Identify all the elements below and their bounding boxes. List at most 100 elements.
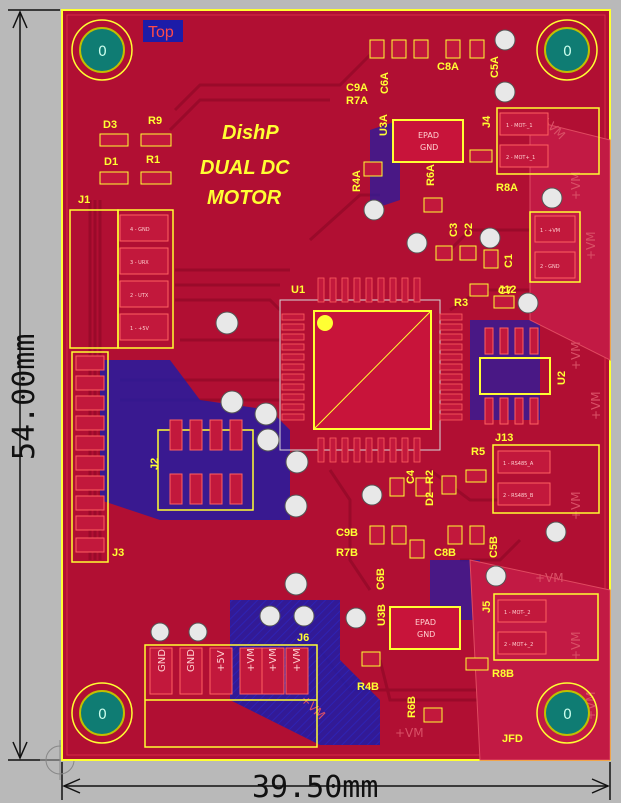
- svg-text:2 - MOT+_1: 2 - MOT+_1: [506, 155, 535, 161]
- svg-text:4 - GND: 4 - GND: [130, 227, 150, 233]
- svg-text:C1: C1: [503, 254, 515, 268]
- svg-text:+VM: +VM: [268, 648, 279, 672]
- svg-text:+5V: +5V: [216, 650, 227, 672]
- mounting-hole-bottom-right: 0: [536, 682, 598, 744]
- mounting-hole-top-right: 0: [536, 19, 598, 81]
- mounting-hole-top-left: 0: [71, 19, 133, 81]
- svg-text:+VM: +VM: [569, 631, 583, 660]
- connector-j1: 4 - GND 3 - URX 2 - UTX 1 - +5V: [69, 209, 174, 349]
- svg-text:1 - +VM: 1 - +VM: [540, 228, 560, 234]
- svg-text:1 - MOT-_1: 1 - MOT-_1: [506, 123, 533, 129]
- svg-text:U3A: U3A: [378, 114, 390, 136]
- svg-text:GND: GND: [420, 143, 438, 152]
- svg-text:R3: R3: [454, 297, 468, 309]
- svg-text:R4A: R4A: [351, 170, 363, 192]
- svg-text:J3: J3: [112, 547, 124, 559]
- svg-text:U1: U1: [291, 284, 305, 296]
- svg-text:0: 0: [98, 44, 107, 60]
- dimension-lines: [8, 9, 611, 800]
- silkscreen-designators: D3 R9 D1 R1 J1 J2 J3 U1 U2 U3A U3B J4 J5…: [78, 56, 568, 745]
- svg-text:+VM: +VM: [569, 171, 583, 200]
- svg-text:J2: J2: [149, 458, 161, 470]
- svg-text:2 - UTX: 2 - UTX: [130, 293, 149, 299]
- mounting-hole-bottom-left: 0: [71, 682, 133, 744]
- svg-text:1 - MOT-_2: 1 - MOT-_2: [504, 610, 531, 616]
- svg-text:R2: R2: [424, 470, 436, 484]
- svg-text:0: 0: [563, 707, 572, 723]
- svg-text:C2: C2: [463, 223, 475, 237]
- svg-text:R7A: R7A: [346, 95, 368, 107]
- svg-text:+VM: +VM: [535, 571, 564, 585]
- chip-u1: [279, 277, 463, 463]
- svg-text:R8B: R8B: [492, 668, 514, 680]
- svg-text:+VM: +VM: [395, 726, 424, 740]
- svg-text:D3: D3: [103, 119, 117, 131]
- svg-text:C4: C4: [405, 469, 417, 484]
- connector-j6: GND GND +5V +VM +VM +VM: [144, 644, 318, 748]
- svg-text:J4: J4: [481, 115, 493, 128]
- height-dimension-label: 54.00mm: [7, 334, 42, 460]
- svg-text:0: 0: [98, 707, 107, 723]
- svg-text:GND: GND: [417, 630, 435, 639]
- svg-text:C6A: C6A: [379, 72, 391, 94]
- svg-text:C9A: C9A: [346, 82, 368, 94]
- svg-text:2 - GND: 2 - GND: [540, 264, 560, 270]
- svg-text:3 - URX: 3 - URX: [130, 260, 149, 266]
- svg-text:Top: Top: [148, 24, 174, 41]
- svg-text:+VM: +VM: [246, 648, 257, 672]
- svg-text:U2: U2: [556, 371, 568, 385]
- width-dimension-label: 39.50mm: [252, 770, 378, 803]
- connector-j4: 1 - MOT-_1 2 - MOT+_1: [496, 107, 600, 175]
- svg-text:+VM: +VM: [589, 391, 603, 420]
- svg-text:R4B: R4B: [357, 681, 379, 693]
- svg-text:2 - MOT+_2: 2 - MOT+_2: [504, 642, 533, 648]
- svg-text:2 - RS485_B: 2 - RS485_B: [503, 493, 534, 499]
- svg-text:J1: J1: [78, 194, 90, 206]
- svg-text:R7B: R7B: [336, 547, 358, 559]
- svg-text:J13: J13: [495, 432, 513, 444]
- svg-text:EPAD: EPAD: [415, 618, 436, 627]
- svg-text:C8A: C8A: [437, 61, 459, 73]
- layer-indicator: Top: [143, 20, 183, 42]
- chip-u3b: EPAD GND: [389, 606, 461, 650]
- svg-text:J12: J12: [498, 284, 516, 296]
- svg-text:GND: GND: [186, 649, 197, 672]
- svg-text:J6: J6: [297, 632, 309, 644]
- connector-j12: 1 - +VM 2 - GND: [529, 211, 581, 283]
- smd-passives: [99, 39, 515, 723]
- svg-text:R6B: R6B: [406, 696, 418, 718]
- svg-text:GND: GND: [157, 649, 168, 672]
- svg-text:R5: R5: [471, 446, 485, 458]
- board-title: DishP DUAL DC MOTOR: [200, 122, 290, 209]
- svg-text:C5A: C5A: [489, 56, 501, 78]
- connector-j13: 1 - RS485_A 2 - RS485_B: [492, 444, 600, 514]
- svg-text:D2: D2: [424, 492, 436, 506]
- svg-text:0: 0: [563, 44, 572, 60]
- svg-text:D1: D1: [104, 156, 118, 168]
- svg-text:R1: R1: [146, 154, 160, 166]
- svg-text:U3B: U3B: [376, 604, 388, 626]
- chip-u3a: EPAD GND: [392, 119, 464, 163]
- svg-text:J5: J5: [481, 601, 493, 613]
- svg-text:1 - +5V: 1 - +5V: [130, 326, 150, 332]
- svg-text:+VM: +VM: [569, 491, 583, 520]
- svg-text:C8B: C8B: [434, 547, 456, 559]
- svg-text:C9B: C9B: [336, 527, 358, 539]
- svg-text:C6B: C6B: [375, 568, 387, 590]
- svg-text:EPAD: EPAD: [418, 131, 439, 140]
- svg-text:DishP: DishP: [222, 122, 279, 144]
- svg-text:R6A: R6A: [425, 164, 437, 186]
- chip-u2: [479, 327, 551, 425]
- svg-text:JFD: JFD: [502, 733, 523, 745]
- connector-j3: [71, 351, 109, 563]
- svg-text:DUAL DC: DUAL DC: [200, 157, 290, 179]
- svg-text:C7: C7: [498, 285, 512, 297]
- svg-text:1 - RS485_A: 1 - RS485_A: [503, 461, 534, 467]
- svg-text:R8A: R8A: [496, 182, 518, 194]
- svg-text:R9: R9: [148, 115, 162, 127]
- svg-text:MOTOR: MOTOR: [207, 187, 282, 209]
- mounting-holes: 0 0 0 0: [71, 19, 598, 744]
- through-hole-vias: [150, 29, 567, 642]
- svg-text:+VM: +VM: [584, 231, 598, 260]
